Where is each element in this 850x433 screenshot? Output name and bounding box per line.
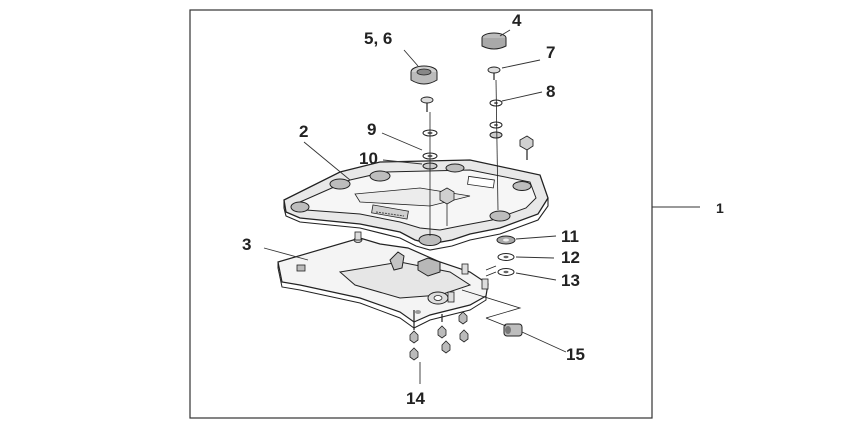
callout-1: 1	[716, 200, 724, 216]
callout-7: 7	[546, 43, 555, 62]
carrier-rack	[283, 159, 549, 251]
callout-15: 15	[566, 345, 585, 364]
callout-14: 14	[406, 389, 425, 408]
stack-left	[410, 65, 438, 236]
stack-right	[481, 32, 534, 211]
callout-10: 10	[359, 149, 378, 168]
washers-right	[485, 235, 516, 277]
mounting-plate	[277, 231, 489, 329]
callout-13: 13	[561, 271, 580, 290]
callout-2: 2	[299, 122, 308, 141]
callout-12: 12	[561, 248, 580, 267]
bolts-bottom	[409, 310, 469, 361]
callout-4: 4	[512, 11, 522, 30]
callout-9: 9	[367, 120, 376, 139]
callout-8: 8	[546, 82, 555, 101]
rubber-mount	[461, 289, 523, 337]
callout-3: 3	[242, 235, 251, 254]
diagram-frame	[189, 9, 653, 419]
leader-lines	[263, 29, 567, 384]
callout-5-6: 5, 6	[364, 29, 392, 48]
callout-11: 11	[561, 227, 579, 246]
